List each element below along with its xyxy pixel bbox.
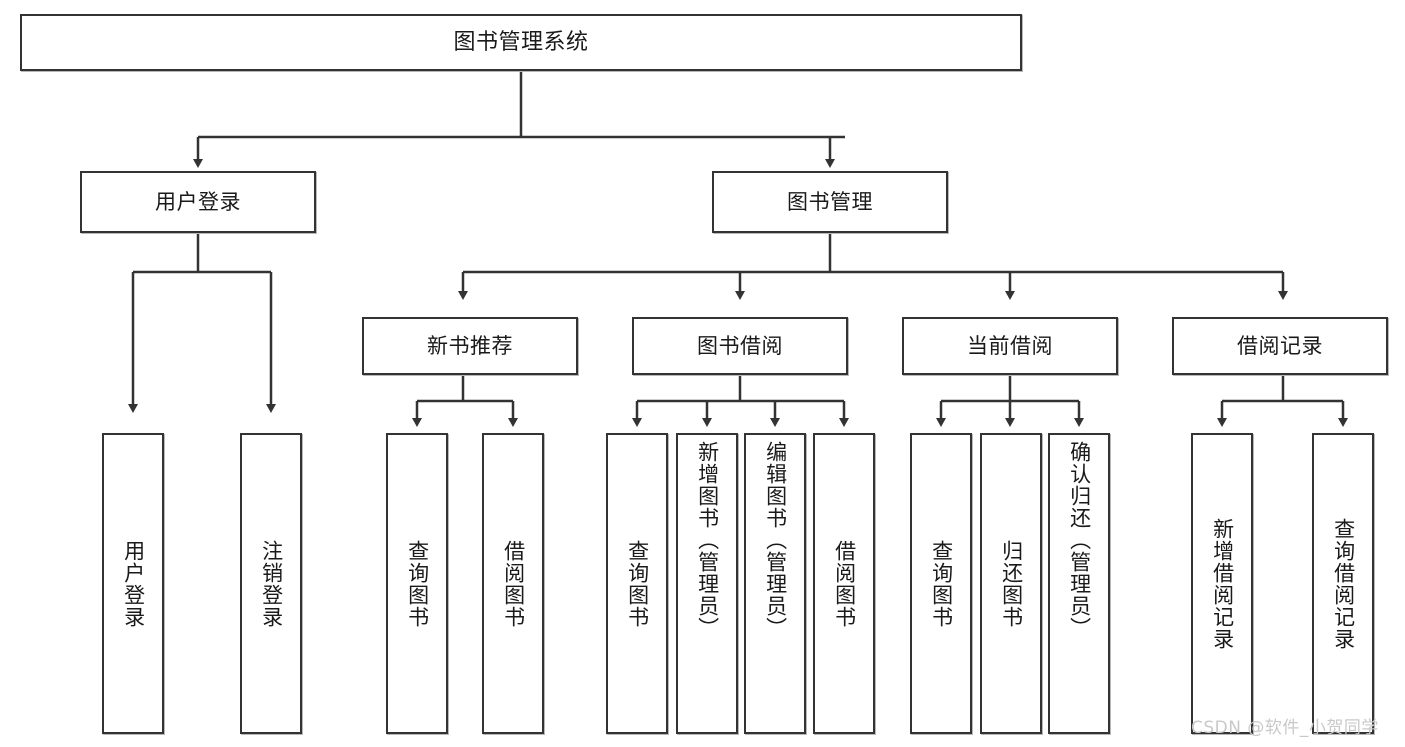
- leaf-label: 查询借阅记录: [1331, 517, 1356, 650]
- leaf-label: 用户登录: [121, 539, 146, 628]
- leaf-label: 查询图书: [929, 539, 954, 628]
- watermark-text: CSDN @软件_小贺同学: [1191, 718, 1379, 738]
- leaf-new-book-borrow[interactable]: 借阅图书: [482, 433, 544, 734]
- leaf-current-query-book[interactable]: 查询图书: [910, 433, 972, 734]
- leaf-label: 新增图书（管理员）: [695, 441, 720, 639]
- node-book-borrow[interactable]: 图书借阅: [632, 317, 848, 375]
- leaf-record-query-record[interactable]: 查询借阅记录: [1312, 433, 1374, 734]
- leaf-label: 确认归还（管理员）: [1067, 441, 1092, 639]
- node-label: 图书管理系统: [453, 29, 589, 55]
- leaf-label: 借阅图书: [832, 539, 857, 628]
- node-label: 新书推荐: [427, 333, 513, 358]
- node-book-management-system[interactable]: 图书管理系统: [20, 14, 1022, 71]
- leaf-user-login-logout[interactable]: 注销登录: [240, 433, 302, 734]
- leaf-label: 归还图书: [999, 539, 1024, 628]
- leaf-label: 编辑图书（管理员）: [763, 441, 788, 639]
- node-user-login[interactable]: 用户登录: [80, 171, 316, 233]
- leaf-borrow-edit-book[interactable]: 编辑图书（管理员）: [744, 433, 806, 734]
- leaf-user-login-login[interactable]: 用户登录: [102, 433, 164, 734]
- node-label: 借阅记录: [1237, 333, 1323, 358]
- leaf-new-book-query[interactable]: 查询图书: [386, 433, 448, 734]
- leaf-label: 注销登录: [259, 539, 284, 628]
- leaf-label: 借阅图书: [501, 539, 526, 628]
- leaf-borrow-borrow-book[interactable]: 借阅图书: [813, 433, 875, 734]
- node-label: 当前借阅: [967, 333, 1053, 358]
- leaf-borrow-query-book[interactable]: 查询图书: [606, 433, 668, 734]
- leaf-current-confirm-return[interactable]: 确认归还（管理员）: [1048, 433, 1110, 734]
- leaf-current-return-book[interactable]: 归还图书: [980, 433, 1042, 734]
- node-borrow-record[interactable]: 借阅记录: [1172, 317, 1388, 375]
- node-current-borrow[interactable]: 当前借阅: [902, 317, 1118, 375]
- node-label: 图书管理: [787, 189, 873, 214]
- leaf-label: 查询图书: [405, 539, 430, 628]
- node-label: 图书借阅: [697, 333, 783, 358]
- node-label: 用户登录: [155, 189, 241, 214]
- leaf-record-add-record[interactable]: 新增借阅记录: [1191, 433, 1253, 734]
- leaf-label: 新增借阅记录: [1210, 517, 1235, 650]
- leaf-borrow-add-book[interactable]: 新增图书（管理员）: [676, 433, 738, 734]
- node-new-book-recommend[interactable]: 新书推荐: [362, 317, 578, 375]
- node-book-management[interactable]: 图书管理: [712, 171, 948, 233]
- leaf-label: 查询图书: [625, 539, 650, 628]
